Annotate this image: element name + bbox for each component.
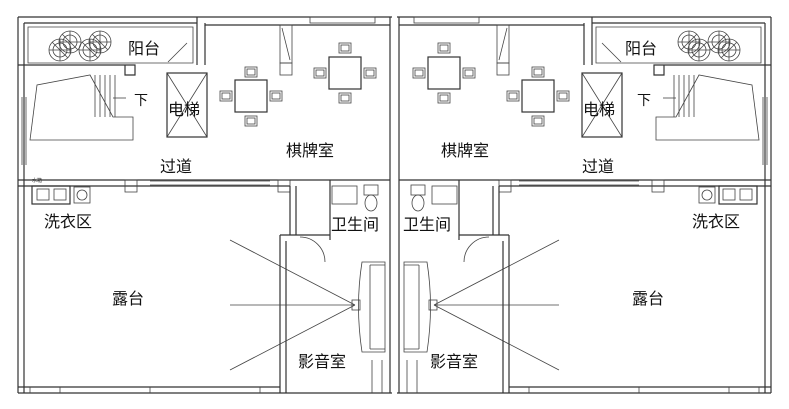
left-bathroom-label: 卫生间: [331, 215, 380, 234]
right-theater-label: 影音室: [430, 352, 479, 371]
left-laundry-label: 洗衣区: [44, 212, 93, 231]
water-tank-label: 水箱: [32, 178, 43, 184]
right-corridor-label: 过道: [582, 157, 615, 176]
left-elevator-label: 电梯: [168, 100, 201, 119]
left-theater-label: 影音室: [298, 352, 347, 371]
left-balcony-label: 阳台: [128, 39, 161, 58]
right-terrace-label: 露台: [632, 289, 665, 308]
left-terrace-label: 露台: [112, 289, 145, 308]
left-card-room-label: 棋牌室: [286, 141, 335, 160]
left-corridor-label: 过道: [160, 157, 193, 176]
right-unit-plan: [397, 17, 771, 393]
left-unit-plan: [18, 17, 392, 393]
right-balcony-label: 阳台: [625, 39, 658, 58]
right-bathroom-label: 卫生间: [403, 215, 452, 234]
right-laundry-label: 洗衣区: [692, 212, 741, 231]
right-stair-down-label: 下: [637, 93, 651, 109]
right-elevator-label: 电梯: [583, 100, 616, 119]
left-stair-down-label: 下: [134, 93, 148, 109]
right-card-room-label: 棋牌室: [441, 141, 490, 160]
